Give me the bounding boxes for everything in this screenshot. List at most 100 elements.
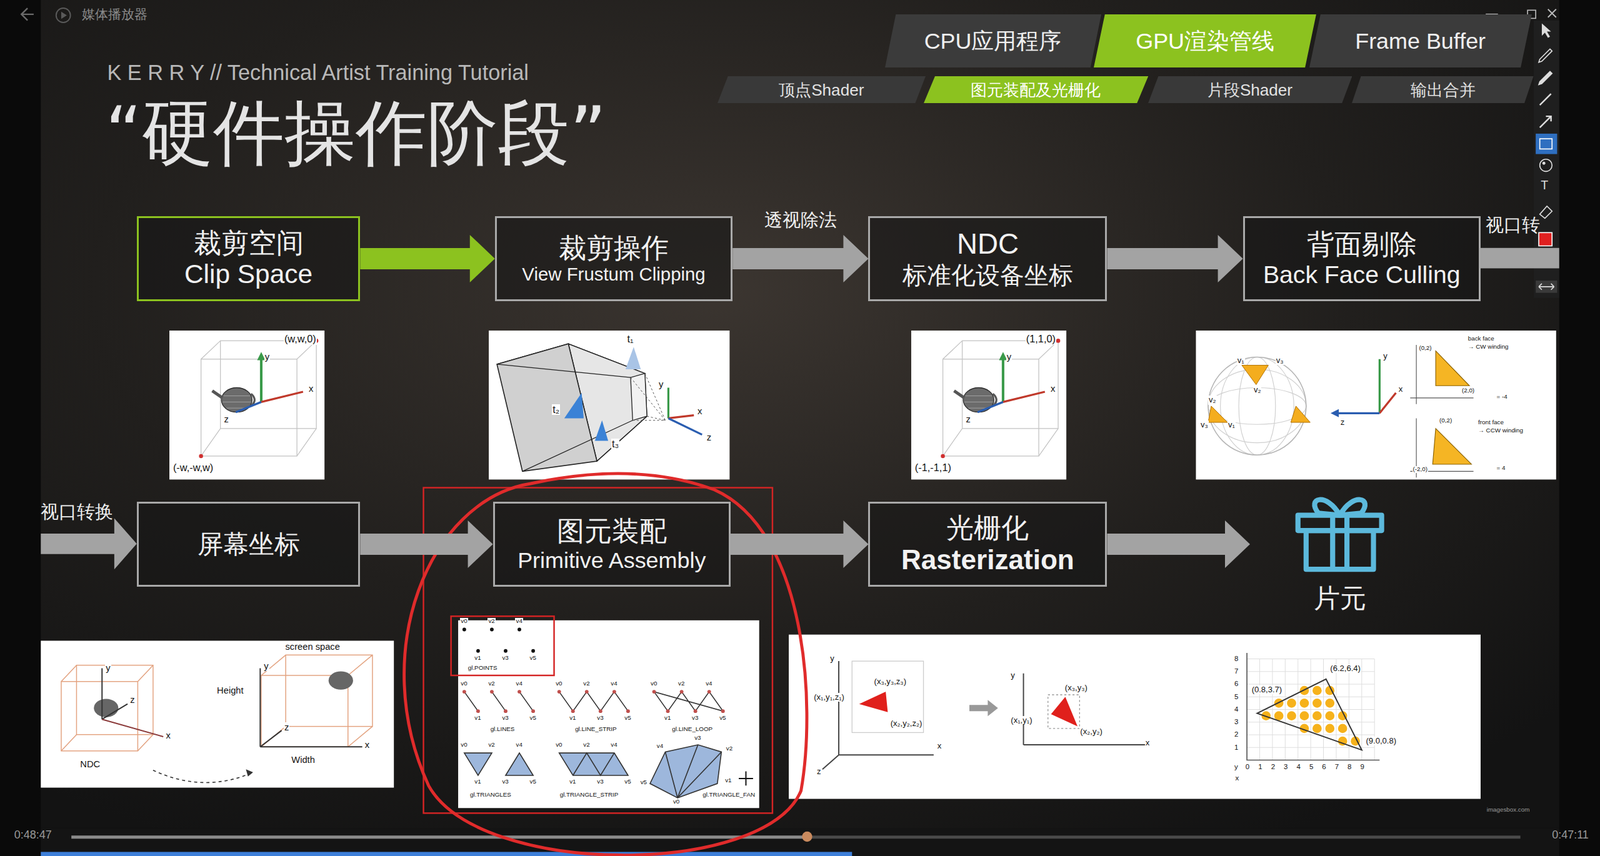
- pipeline-box: 光栅化Rasterization: [868, 501, 1107, 587]
- figure-label: v3: [596, 715, 604, 722]
- node-subtitle: Rasterization: [901, 544, 1075, 577]
- node-heading: 裁剪操作: [558, 232, 669, 265]
- figure-label: x: [936, 741, 943, 751]
- figure-label: y: [1010, 671, 1016, 680]
- figure-label: v5: [718, 715, 727, 722]
- figure-label: v3: [501, 778, 509, 786]
- figure-label: (-1,-1,1): [914, 462, 952, 474]
- figure-label: x: [1235, 774, 1240, 783]
- figure-label: v5: [529, 778, 537, 786]
- figure-label: (6.2,6.4): [1329, 664, 1362, 674]
- figure-label: (x₁,y₁,z₁): [813, 693, 845, 702]
- primitive-figure: [458, 620, 760, 809]
- node-heading: 图元装配及光栅化: [970, 80, 1101, 100]
- figure-label: v5: [640, 779, 648, 787]
- viewport-figure: [40, 640, 394, 788]
- figure-label: gl.TRIANGLE_FAN: [701, 791, 756, 799]
- edge-label: 透视除法: [764, 210, 837, 230]
- figure-label: v0: [460, 618, 468, 625]
- flow-arrow: [1106, 235, 1243, 283]
- figure-label: v3: [501, 715, 509, 722]
- figure-label: v4: [515, 741, 523, 749]
- figure-label: v5: [623, 715, 632, 722]
- figure-label: (-w,-w,w): [172, 462, 214, 474]
- figure-label: v3: [691, 715, 699, 722]
- figure-label: → CCW winding: [1477, 427, 1524, 435]
- figure-label: gl.LINES: [490, 726, 516, 734]
- figure-label: (x₂,y₂): [1079, 727, 1104, 737]
- figure-label: v₃: [1275, 356, 1285, 365]
- pipeline-box: 图元装配Primitive Assembly: [493, 501, 731, 587]
- figure-label: x: [1050, 383, 1056, 394]
- flow-label: 视口转: [1485, 215, 1540, 235]
- figure-label: NDC: [79, 759, 101, 770]
- gift-icon: [1298, 500, 1382, 570]
- figure-label: z: [706, 432, 712, 443]
- figure-label: v1: [473, 778, 482, 786]
- figure-label: z: [816, 767, 822, 777]
- player-title: 媒体播放器: [81, 6, 148, 22]
- figure-label: v2: [677, 680, 685, 688]
- timestamp: 0:48:47: [14, 829, 52, 842]
- figure-label: v1: [724, 777, 732, 785]
- figure-label: v0: [460, 741, 468, 749]
- flow-arrow: [360, 235, 495, 283]
- figure-label: 2: [1270, 763, 1276, 772]
- back-face-figure: [1195, 330, 1556, 480]
- figure-label: z: [283, 722, 290, 733]
- figure-label: back face: [1467, 335, 1495, 343]
- stage-tab: CPU应用程序: [885, 14, 1102, 68]
- node-heading: 屏幕坐标: [197, 530, 300, 560]
- figure-label: z: [223, 414, 230, 425]
- figure-label: v0: [555, 741, 563, 749]
- figure-label: v0: [555, 680, 563, 688]
- slide-title: “硬件操作阶段”: [105, 93, 607, 173]
- node-heading: CPU应用程序: [924, 28, 1062, 54]
- figure-label: gl.TRIANGLES: [469, 791, 512, 799]
- figure-label: v₂: [1208, 395, 1217, 405]
- figure-label: Height: [216, 685, 244, 696]
- figure-label: v2: [582, 680, 590, 688]
- figure-label: v₁: [1236, 356, 1245, 365]
- figure-label: 8: [1346, 763, 1352, 772]
- figure-label: y: [1382, 351, 1389, 361]
- node-heading: 片段Shader: [1207, 80, 1293, 100]
- figure-label: 4: [1233, 705, 1239, 714]
- figure-label: gl.POINTS: [467, 665, 499, 672]
- figure-label: 6: [1233, 680, 1239, 689]
- figure-label: t₂: [551, 404, 560, 416]
- figure-label: = -4: [1495, 393, 1508, 401]
- figure-label: 3: [1283, 763, 1289, 772]
- figure-label: (x₃,y₃): [1064, 683, 1089, 693]
- raster-figure: [788, 635, 1481, 800]
- figure-label: v5: [529, 655, 537, 662]
- figure-label: v2: [487, 741, 495, 749]
- figure-label: v5: [529, 715, 537, 722]
- node-subtitle: View Frustum Clipping: [521, 263, 705, 285]
- figure-label: z: [965, 414, 971, 425]
- figure-label: 0: [1245, 763, 1250, 772]
- figure-label: 5: [1233, 693, 1239, 702]
- figure-label: (9.0,0.8): [1365, 736, 1397, 746]
- figure-label: v0: [650, 680, 658, 688]
- figure-label: y: [263, 661, 269, 672]
- timestamp: 0:47:11: [1551, 829, 1589, 842]
- figure-label: x: [308, 383, 314, 394]
- node-heading: NDC: [956, 228, 1019, 262]
- figure-label: v2: [725, 745, 734, 753]
- figure-label: x: [165, 730, 171, 741]
- node-heading: 背面剔除: [1306, 228, 1417, 261]
- figure-label: v₂: [1253, 385, 1262, 395]
- stage-tab-active: GPU渲染管线: [1093, 14, 1317, 68]
- figure-label: x: [696, 406, 703, 417]
- node-subtitle: 标准化设备坐标: [902, 261, 1074, 290]
- stage-tab: Frame Buffer: [1309, 14, 1532, 68]
- red-annotation: [404, 473, 807, 856]
- figure-label: v4: [705, 680, 713, 688]
- figure-label: y: [1006, 351, 1012, 362]
- flow-arrow: [360, 520, 493, 569]
- figure-label: v₁: [1227, 420, 1236, 430]
- flow-arrow: [730, 520, 869, 569]
- figure-label: (-2,0): [1412, 466, 1429, 474]
- pipeline-box: 背面剔除Back Face Culling: [1243, 216, 1481, 302]
